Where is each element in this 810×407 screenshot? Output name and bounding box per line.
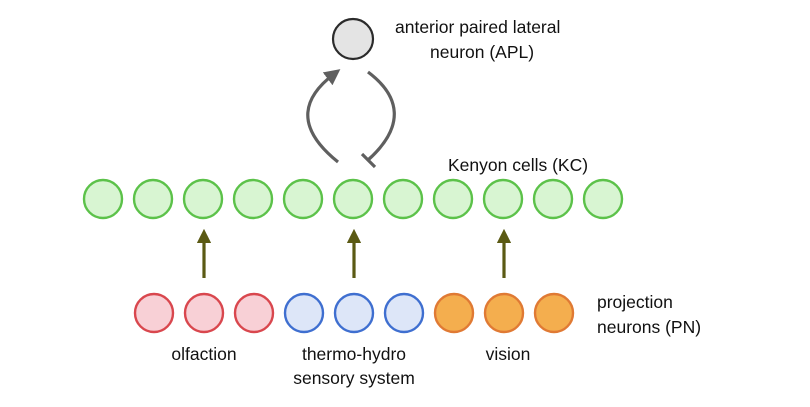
kenyon-cell <box>232 178 274 220</box>
olfaction-neuron <box>233 292 275 334</box>
thermo-neuron <box>383 292 425 334</box>
olfaction-projection-neurons <box>133 292 275 334</box>
kenyon-cell <box>482 178 524 220</box>
kenyon-cell <box>582 178 624 220</box>
thermo-projection-neurons <box>283 292 425 334</box>
olfaction-neuron <box>133 292 175 334</box>
vision-neuron <box>433 292 475 334</box>
projection-neurons-label-line1: projection <box>597 292 673 312</box>
kenyon-cell <box>132 178 174 220</box>
kenyon-cell <box>282 178 324 220</box>
olfaction-label: olfaction <box>171 344 236 364</box>
projection-neurons-label-line2: neurons (PN) <box>597 317 701 337</box>
kc-to-apl-excitatory-arrow <box>306 69 341 164</box>
vision-label: vision <box>486 344 531 364</box>
kenyon-cell <box>82 178 124 220</box>
kenyon-cell <box>332 178 374 220</box>
apl-label-line1: anterior paired lateral <box>395 17 560 37</box>
kenyon-cell <box>432 178 474 220</box>
thermo-neuron <box>333 292 375 334</box>
apl-to-kc-inhibitory-arrow <box>366 70 396 162</box>
vision-projection-neurons <box>433 292 575 334</box>
olfaction-neuron <box>183 292 225 334</box>
apl-neuron <box>331 17 375 61</box>
apl-label-line2: neuron (APL) <box>430 42 534 62</box>
vision-neuron <box>533 292 575 334</box>
kenyon-cell <box>182 178 224 220</box>
kenyon-cells-label: Kenyon cells (KC) <box>448 155 588 175</box>
kenyon-cell <box>532 178 574 220</box>
thermo-neuron <box>283 292 325 334</box>
kenyon-cell <box>382 178 424 220</box>
kenyon-cells-row <box>82 178 624 220</box>
vision-neuron <box>483 292 525 334</box>
inhibitory-bar <box>360 152 377 169</box>
thermo-label-line1: thermo-hydro <box>302 344 406 364</box>
thermo-label-line2: sensory system <box>293 368 415 388</box>
